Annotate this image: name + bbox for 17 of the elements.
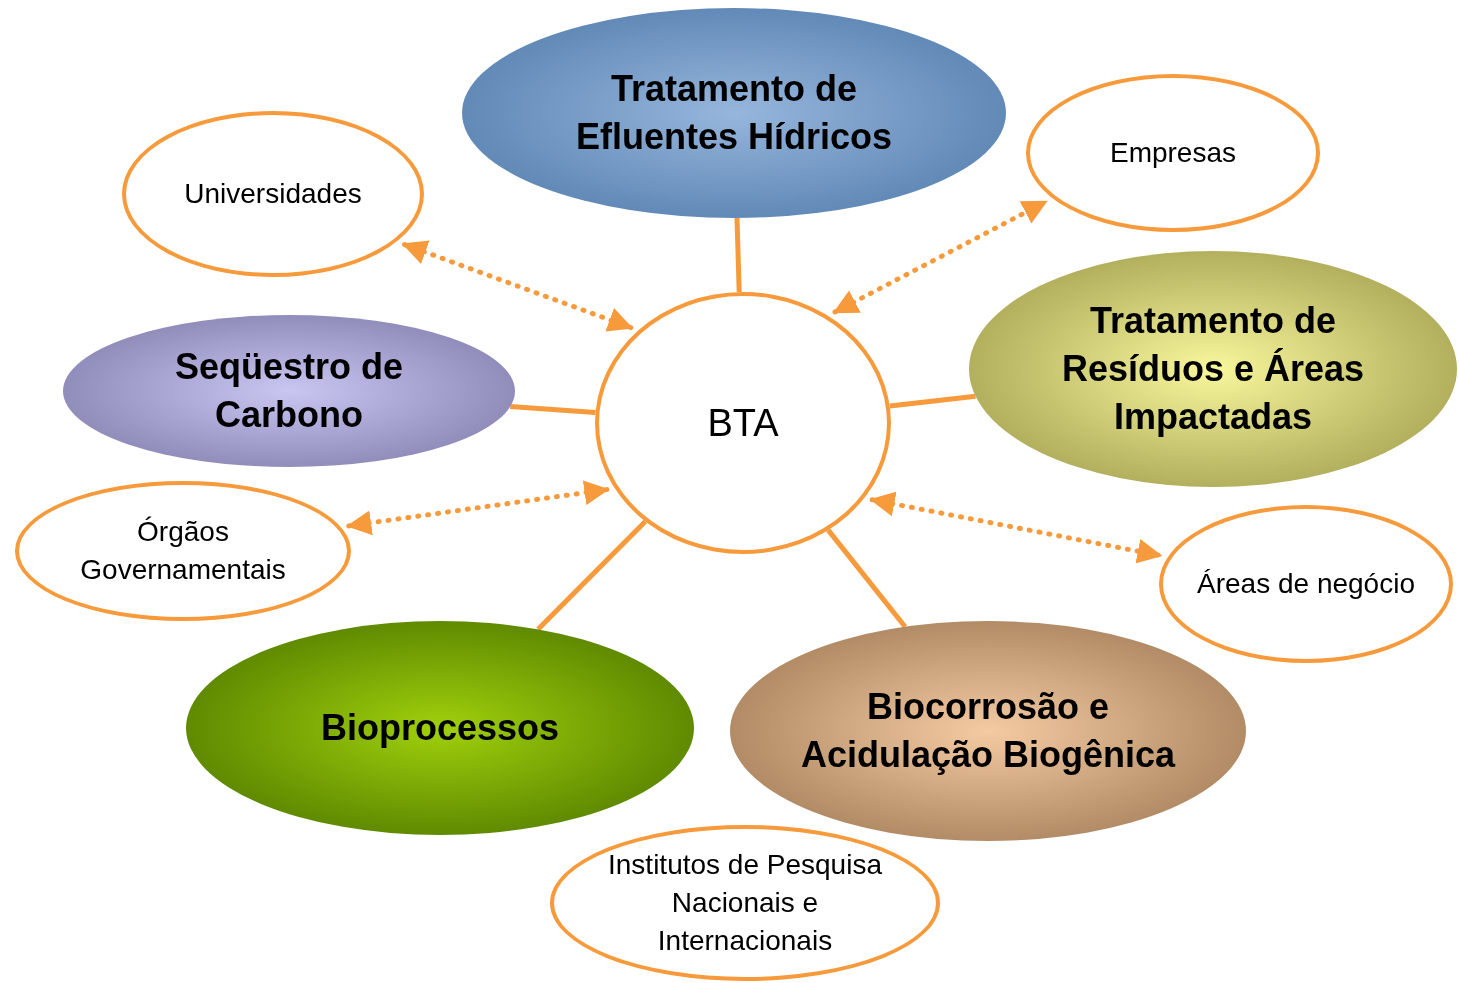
node-label: Tratamento de Resíduos e Áreas Impactadas	[1060, 299, 1366, 439]
node-label: Órgãos Governamentais	[79, 515, 287, 587]
node-label: Empresas	[1109, 136, 1236, 170]
dotted-double-arrow	[869, 491, 1163, 564]
connector-line	[734, 217, 742, 293]
node-label: Institutos de Pesquisa Nacionais e Internacionais	[607, 848, 883, 958]
dotted-double-arrow	[346, 480, 610, 536]
dotted-double-arrow	[832, 199, 1048, 315]
node-label: Tratamento de Efluentes Hídricos	[574, 67, 894, 159]
node-label: Seqüestro de Carbono	[173, 345, 405, 437]
node-label: Áreas de negócio	[1197, 567, 1415, 601]
connector-line	[889, 393, 976, 409]
node-label: Universidades	[184, 177, 362, 211]
connector-line	[510, 404, 596, 416]
node-label: Biocorrosão e Acidulação Biogênica	[799, 685, 1177, 777]
node-label: Bioprocessos	[320, 706, 560, 750]
center-label: BTA	[707, 404, 779, 442]
